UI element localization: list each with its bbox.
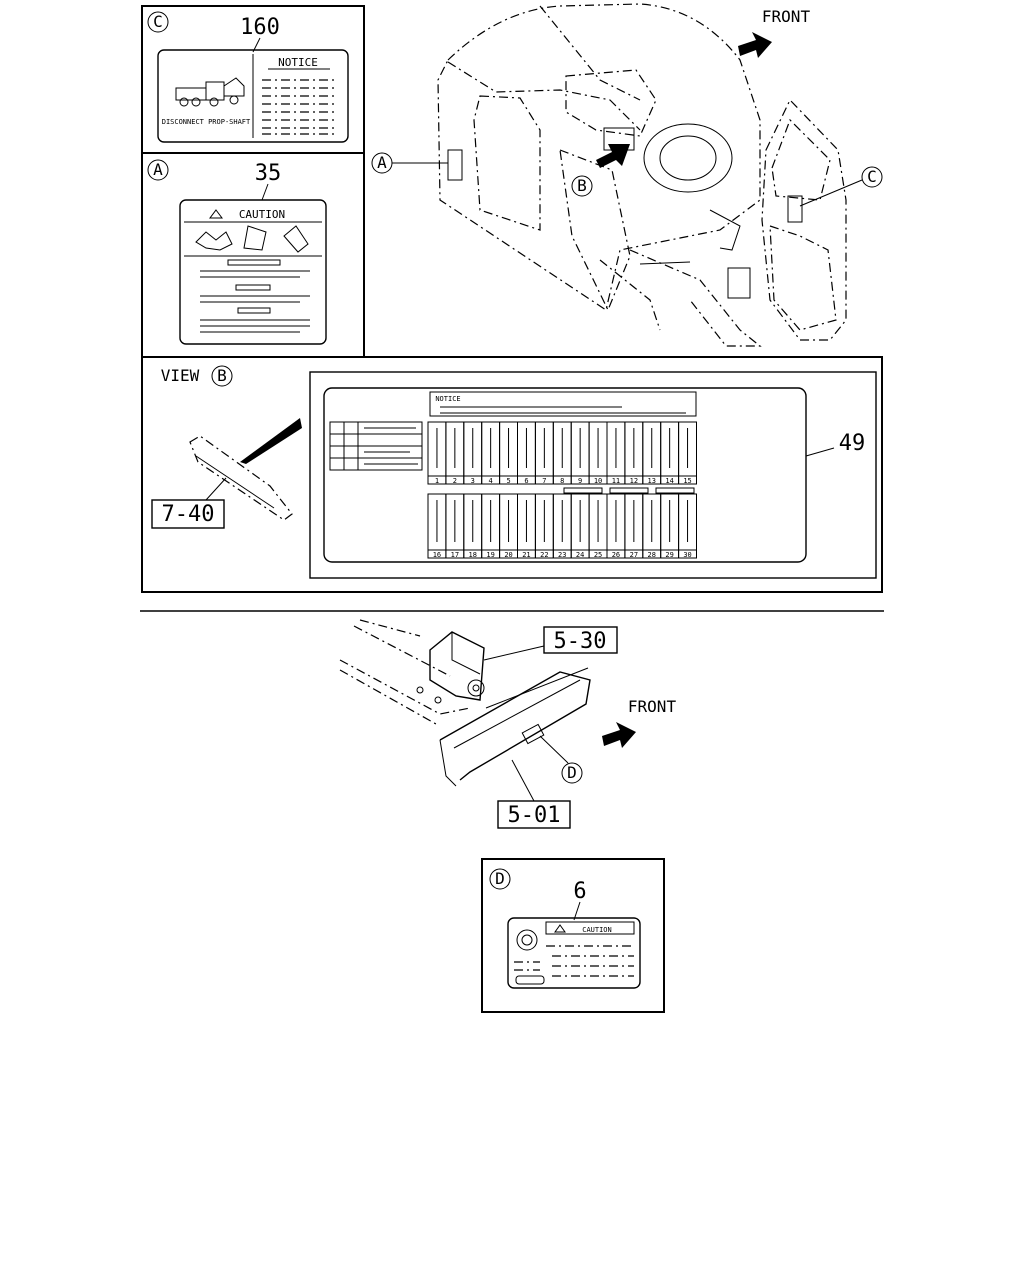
cab-marker-c: C (867, 167, 877, 186)
fuse-number: 18 (469, 551, 477, 559)
front-arrow-bottom-icon (602, 722, 636, 748)
fuse-number: 4 (489, 477, 493, 485)
ref-5-30: 5-30 (554, 629, 607, 654)
ref-box-7-40 (151, 499, 225, 529)
truck-icon (175, 77, 245, 107)
detail-c-letter: C (153, 12, 163, 31)
warning-triangle-small-icon (554, 924, 566, 933)
fuse-label-49 (323, 387, 807, 563)
frame-marker-d: D (567, 763, 577, 782)
fuse-number: 22 (540, 551, 548, 559)
fuse-number: 14 (665, 477, 673, 485)
caution-label-6: CAUTION (507, 917, 641, 989)
fuse-number: 10 (594, 477, 602, 485)
notice-label-160: NOTICE DISCONNECT PROP-SHAFT (157, 49, 349, 143)
fuse-number: 30 (683, 551, 691, 559)
detail-a-panel: A 35 CAUTION (141, 152, 365, 358)
ref-5-01: 5-01 (508, 803, 561, 828)
label-location-d (521, 723, 545, 745)
fuse-number: 1 (435, 477, 439, 485)
fuse-box-cover (189, 418, 302, 521)
ref-7-40: 7-40 (162, 502, 215, 527)
fuse-number: 28 (648, 551, 656, 559)
fuse-number: 16 (433, 551, 441, 559)
cab-tilt-icon (243, 225, 267, 251)
detail-d-panel: D 6 CAUTION (481, 858, 665, 1013)
fuse-number: 25 (594, 551, 602, 559)
fuse-number: 7 (542, 477, 546, 485)
detail-a-letter: A (153, 160, 163, 179)
fuse-number: 19 (486, 551, 494, 559)
engine-icon (195, 231, 233, 251)
fuse-number: 17 (451, 551, 459, 559)
fuse-number: 26 (612, 551, 620, 559)
part-number-6: 6 (573, 879, 586, 904)
label-location-c (787, 195, 803, 223)
zoom-pointer-icon (240, 418, 302, 464)
cab-illustration: A B C FRONT (371, 3, 883, 347)
label-location-a (447, 149, 463, 181)
fuse-number: 24 (576, 551, 584, 559)
view-b-arrow-icon (596, 144, 630, 168)
notice-49-heading: NOTICE (435, 395, 460, 403)
fuse-slot (678, 493, 697, 559)
switch-knob-icon (516, 929, 538, 951)
detail-c-panel: C 160 NOTICE DISCONN (141, 5, 365, 154)
front-label-top: FRONT (762, 7, 811, 26)
detail-d-letter: D (495, 869, 505, 888)
frame-illustration: 5-30 5-01 D FRONT (339, 619, 677, 829)
caution-label-35: CAUTION (179, 199, 327, 345)
caution-6-heading: CAUTION (582, 926, 612, 934)
door-panel (761, 98, 847, 341)
part-number-49: 49 (839, 431, 866, 456)
fuse-number: 27 (630, 551, 638, 559)
caution-35-heading: CAUTION (239, 208, 285, 221)
notice-49-box (429, 391, 697, 417)
fuse-number: 5 (506, 477, 510, 485)
cab-marker-b: B (577, 176, 587, 195)
fuse-number: 6 (524, 477, 528, 485)
view-letter: B (217, 366, 227, 385)
fuse-number: 2 (453, 477, 457, 485)
fuse-slot (678, 421, 697, 485)
fuse-number: 20 (504, 551, 512, 559)
fuse-number: 21 (522, 551, 530, 559)
fuse-number: 8 (560, 477, 564, 485)
fuse-number: 11 (612, 477, 620, 485)
fuse-number: 9 (578, 477, 582, 485)
ref-box-5-30 (543, 626, 618, 654)
cab-marker-a: A (377, 153, 387, 172)
warning-triangle-icon (209, 209, 223, 219)
view-label: VIEW (161, 366, 200, 385)
fuse-number: 29 (665, 551, 673, 559)
fuse-number: 13 (648, 477, 656, 485)
notice-160-heading: NOTICE (278, 56, 318, 69)
fuse-number: 15 (683, 477, 691, 485)
fuse-number: 12 (630, 477, 638, 485)
fuse-legend-table (329, 421, 423, 471)
front-arrow-top-icon (738, 32, 772, 58)
front-label-bottom: FRONT (628, 697, 677, 716)
part-number-35: 35 (255, 161, 282, 186)
part-number-160: 160 (240, 15, 280, 40)
fuse-row-bottom: 16 17 18 19 20 21 22 23 24 25 26 27 28 29 30 (427, 493, 697, 559)
lock-icon (283, 225, 309, 253)
fuse-number: 3 (471, 477, 475, 485)
fuse-number: 23 (558, 551, 566, 559)
notice-160-caption: DISCONNECT PROP-SHAFT (162, 118, 251, 126)
